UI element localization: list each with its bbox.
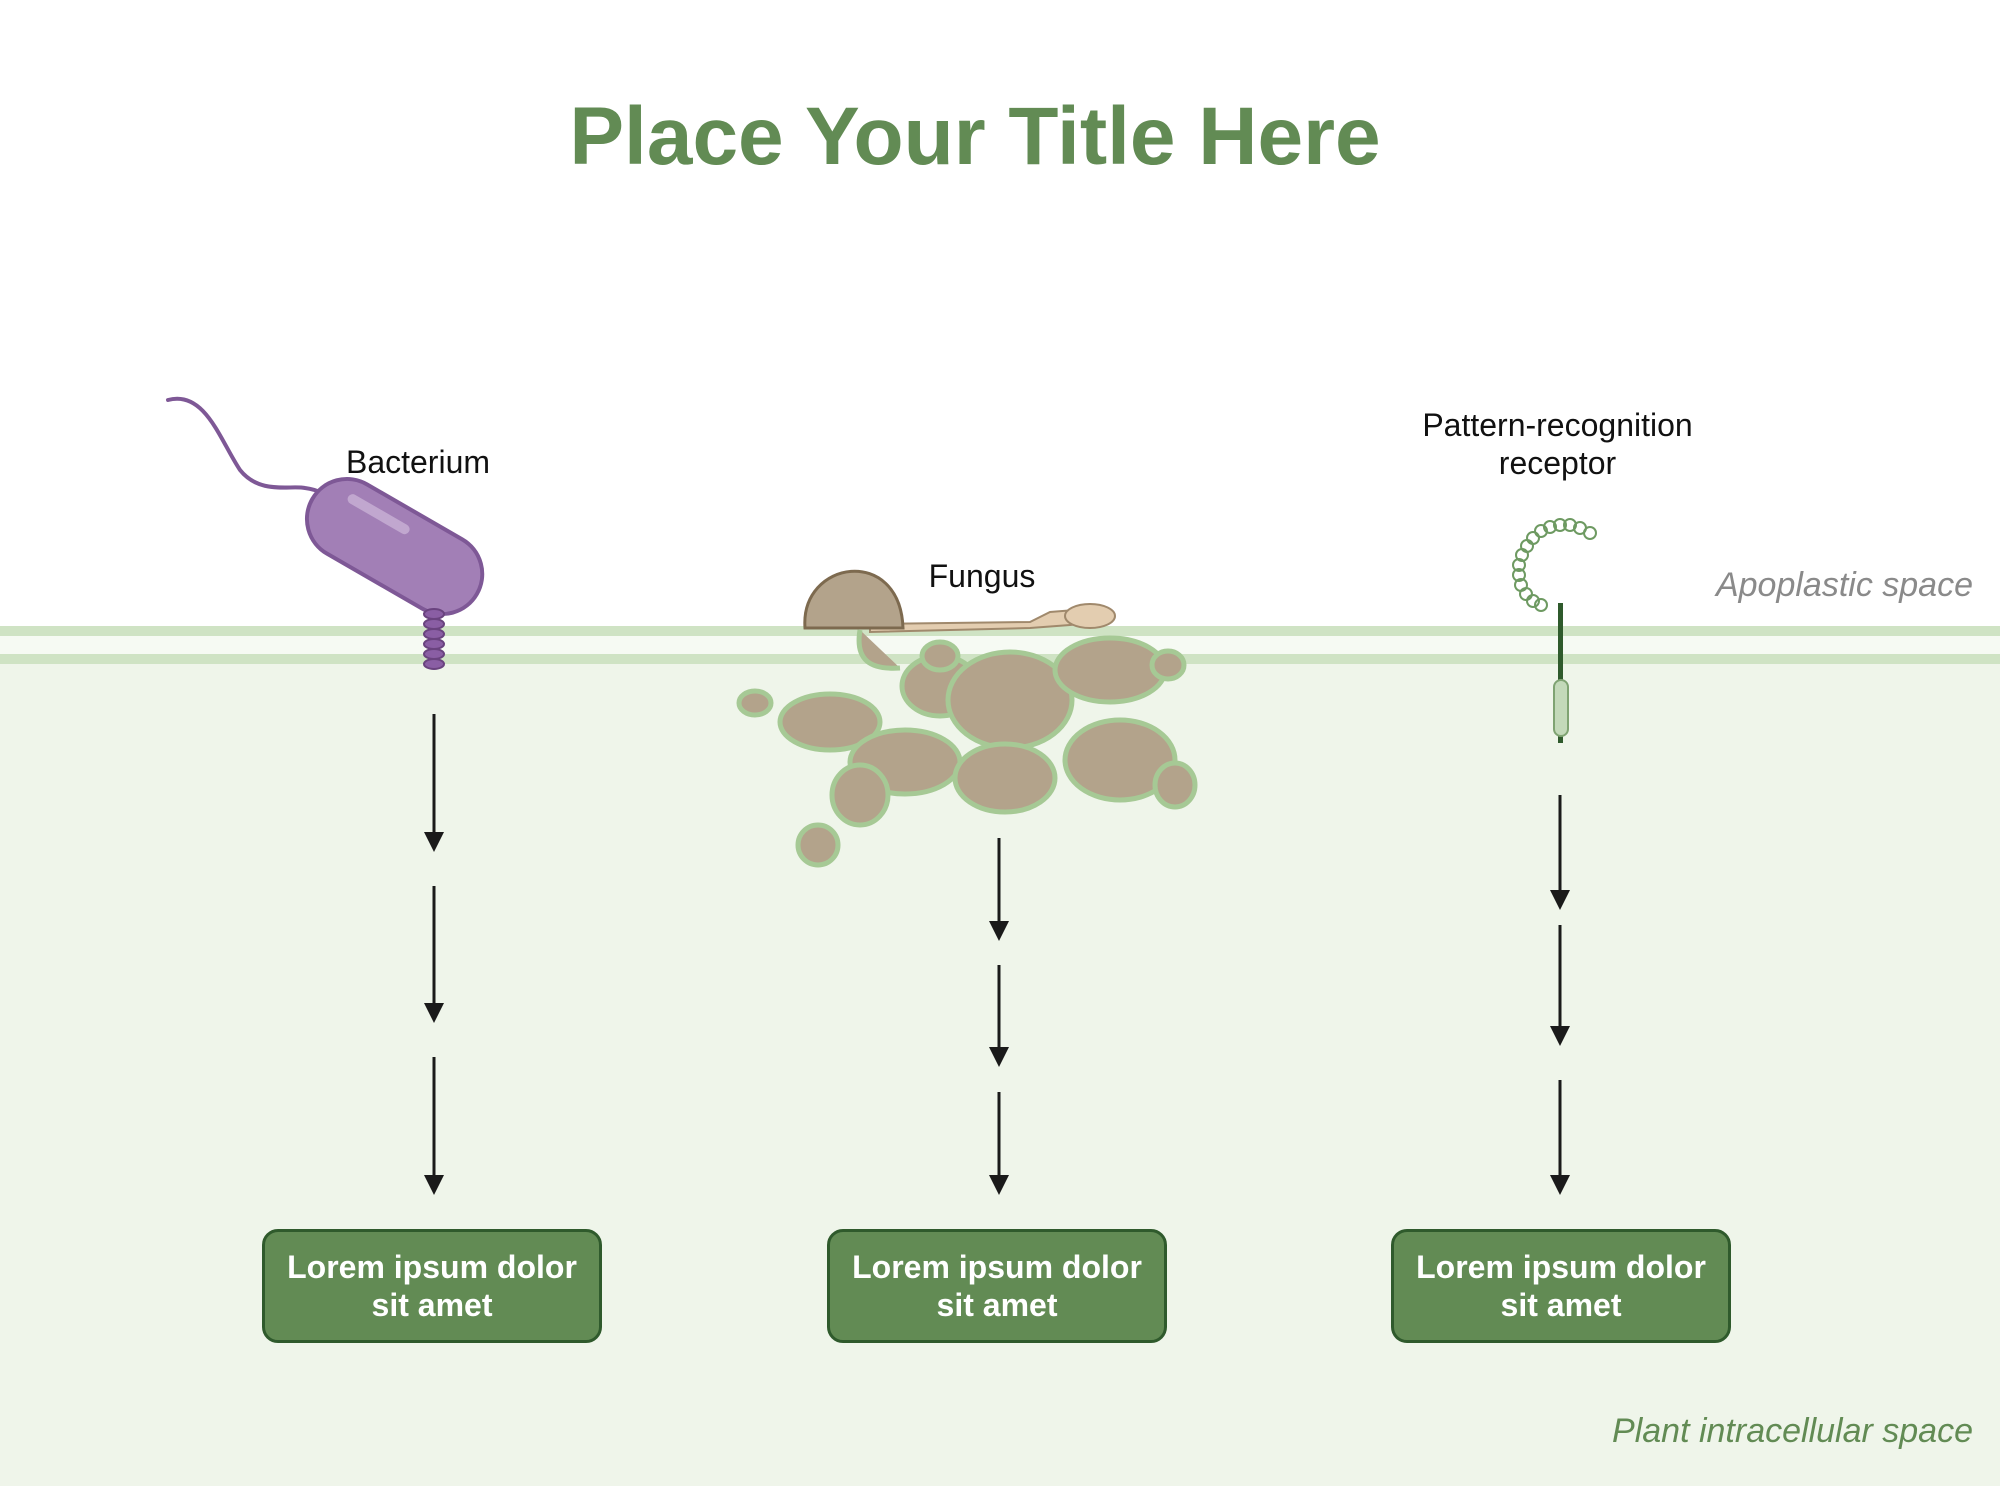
fungus-arrow-1 <box>989 838 1009 941</box>
outcome-box-fungus: Lorem ipsum dolor sit amet <box>827 1229 1167 1343</box>
fungus-icon <box>736 569 1198 868</box>
bacterium-arrow-2 <box>424 886 444 1023</box>
fungus-arrow-2 <box>989 965 1009 1067</box>
arrows <box>424 714 1570 1195</box>
apoplastic-space-label: Apoplastic space <box>1715 566 1973 604</box>
receptor-arrow-2 <box>1550 925 1570 1046</box>
bacterium-icon <box>166 396 485 670</box>
bacterium-arrow-1 <box>424 714 444 852</box>
receptor-icon <box>1512 518 1597 743</box>
page-title: Place Your Title Here <box>569 91 1381 182</box>
outcome-box-receptor: Lorem ipsum dolor sit amet <box>1391 1229 1731 1343</box>
fungus-label: Fungus <box>928 558 1036 594</box>
intracellular-space-label: Plant intracellular space <box>1612 1412 1973 1450</box>
membrane-gap <box>0 636 2000 654</box>
receptor-arrow-3 <box>1550 1080 1570 1195</box>
bacterium-arrow-3 <box>424 1057 444 1195</box>
outcome-box-bacterium: Lorem ipsum dolor sit amet <box>262 1229 602 1343</box>
fungus-arrow-3 <box>989 1092 1009 1195</box>
membrane-outer-layer <box>0 626 2000 636</box>
bacterium-label: Bacterium <box>345 444 491 480</box>
receptor-label: Pattern-recognition receptor <box>1422 407 1693 481</box>
receptor-arrow-1 <box>1550 795 1570 910</box>
